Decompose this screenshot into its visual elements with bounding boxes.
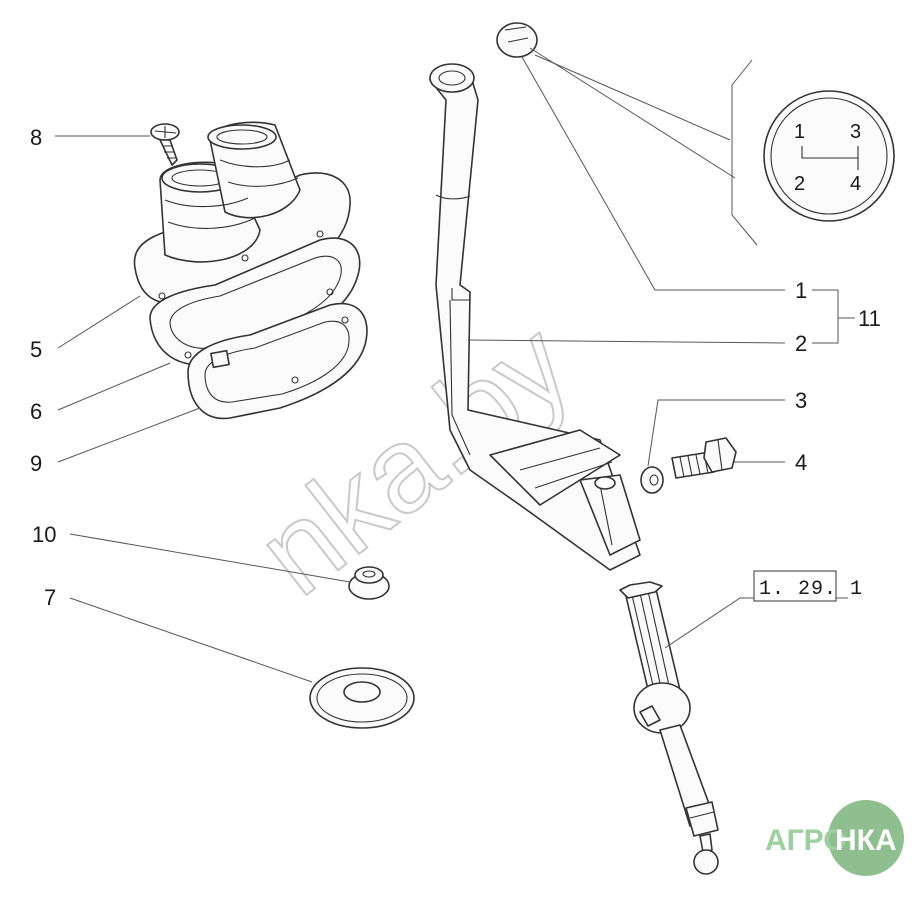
- gasket: [149, 237, 361, 366]
- callout-8: 8: [30, 125, 42, 150]
- logo-text-left: АГРО: [765, 824, 847, 857]
- seal-ring: [309, 667, 415, 729]
- agronka-logo: АГРО НКА: [765, 800, 904, 876]
- logo-text-right: НКА: [835, 824, 897, 857]
- callouts: 1 2 3 4 5 6 7 8 9 10 11: [30, 125, 881, 610]
- callout-1: 1: [795, 278, 807, 303]
- shift-gear-3: 3: [850, 121, 861, 143]
- callout-5: 5: [30, 337, 42, 362]
- gear-lever: [429, 63, 641, 571]
- callout-4: 4: [795, 450, 807, 475]
- callout-10: 10: [32, 522, 56, 547]
- grommet: [348, 566, 390, 600]
- shift-gear-1: 1: [794, 121, 805, 143]
- callout-2: 2: [795, 331, 807, 356]
- screw: [150, 123, 180, 166]
- shift-shaft: [619, 581, 719, 875]
- callout-9: 9: [30, 451, 42, 476]
- callout-7: 7: [44, 585, 56, 610]
- shift-gear-4: 4: [850, 173, 861, 195]
- callout-3: 3: [795, 388, 807, 413]
- reference-label: 1. 29. 1: [753, 570, 863, 602]
- leader-lines: [55, 47, 855, 683]
- washer: [640, 466, 664, 494]
- shift-gear-2: 2: [794, 173, 805, 195]
- gear-knob: [496, 22, 538, 58]
- logo-circle: [828, 800, 904, 876]
- shift-pattern-detail: 1 3 2 4: [731, 59, 895, 246]
- bolt: [671, 437, 737, 479]
- callout-6: 6: [30, 399, 42, 424]
- reference-text: 1. 29. 1: [759, 578, 863, 601]
- cover-plate: [187, 302, 368, 420]
- callout-11: 11: [858, 306, 881, 331]
